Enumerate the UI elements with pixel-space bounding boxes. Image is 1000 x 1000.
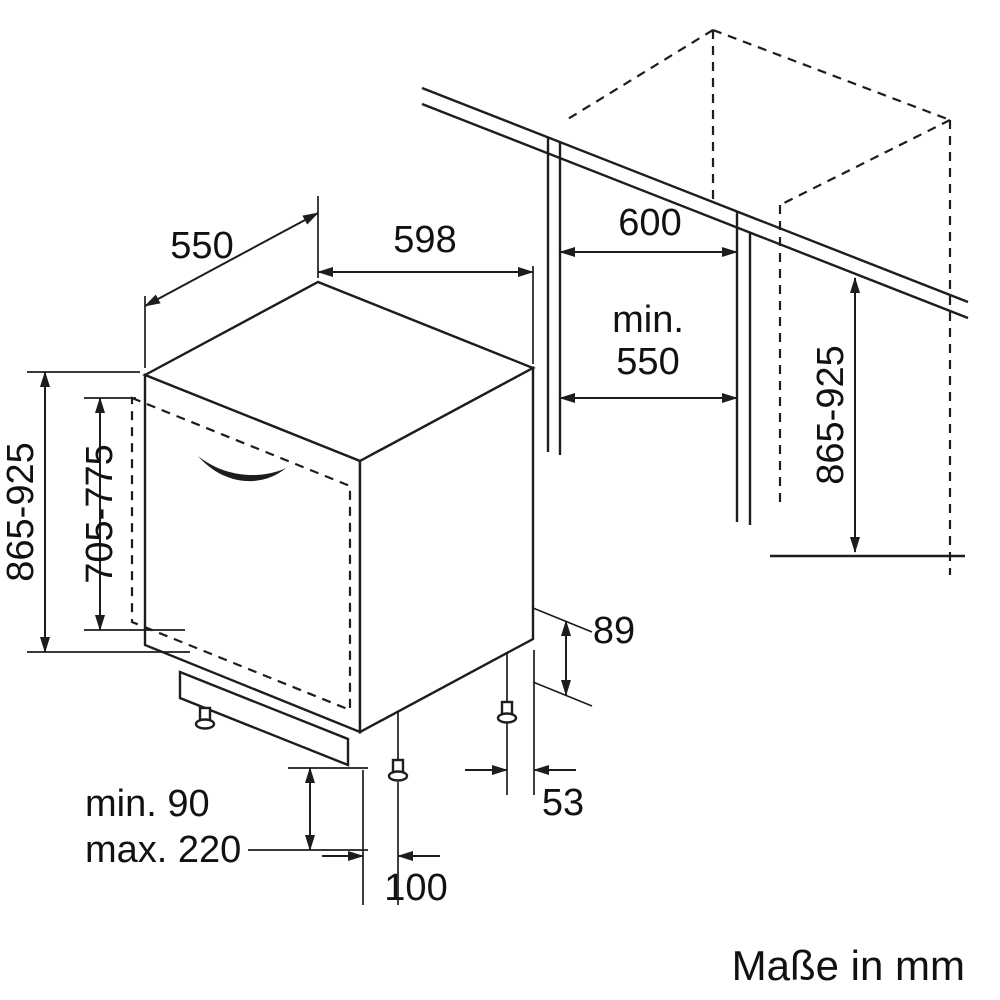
dim-label-foot-inset: 100	[384, 867, 447, 909]
dim-niche-height: 865-925	[810, 277, 860, 553]
units-note: Maße in mm	[732, 942, 965, 989]
dim-base-height: 89	[532, 607, 635, 707]
dim-rear-foot-inset: 53	[465, 650, 584, 824]
plinth-band	[178, 670, 350, 767]
door-handle	[198, 456, 286, 482]
countertop	[421, 86, 969, 320]
dim-label-niche-width: 600	[618, 202, 681, 244]
dim-label-niche-depth-min: min.	[612, 299, 684, 341]
cabinet-dashed-outline	[562, 28, 952, 575]
dim-label-base-height: 89	[593, 610, 635, 652]
dim-label-appliance-height: 865-925	[0, 442, 42, 581]
dim-door-height: 705-775	[79, 397, 185, 631]
foot-rear-right	[496, 653, 518, 724]
dim-appliance-width: 598	[317, 219, 534, 364]
dim-appliance-height: 865-925	[0, 371, 190, 653]
foot-front-left	[194, 706, 216, 730]
dim-label-niche-height: 865-925	[810, 345, 852, 484]
dim-niche-width: 600	[559, 202, 738, 257]
niche-drawing: 600 min. 550 865-925	[421, 28, 969, 575]
foot-front-right	[387, 712, 409, 782]
adjustable-feet	[194, 653, 518, 782]
dim-niche-depth: min. 550	[559, 299, 738, 403]
dim-label-niche-depth-value: 550	[616, 341, 679, 383]
dim-label-plinth-min: min. 90	[85, 783, 210, 825]
dim-label-rear-foot-inset: 53	[542, 782, 584, 824]
appliance-drawing: 550 598 865-925 705-775 89	[0, 196, 635, 909]
appliance-right-face	[358, 365, 535, 735]
dim-label-door-height: 705-775	[79, 444, 121, 583]
furniture-door-outline	[130, 396, 352, 712]
dim-appliance-depth: 550	[144, 196, 319, 368]
dim-plinth-range: min. 90 max. 220	[85, 767, 368, 871]
dim-label-appliance-depth: 550	[170, 225, 233, 267]
dim-label-appliance-width: 598	[393, 219, 456, 261]
dim-label-plinth-max: max. 220	[85, 829, 241, 871]
dim-foot-inset: 100	[322, 770, 448, 909]
